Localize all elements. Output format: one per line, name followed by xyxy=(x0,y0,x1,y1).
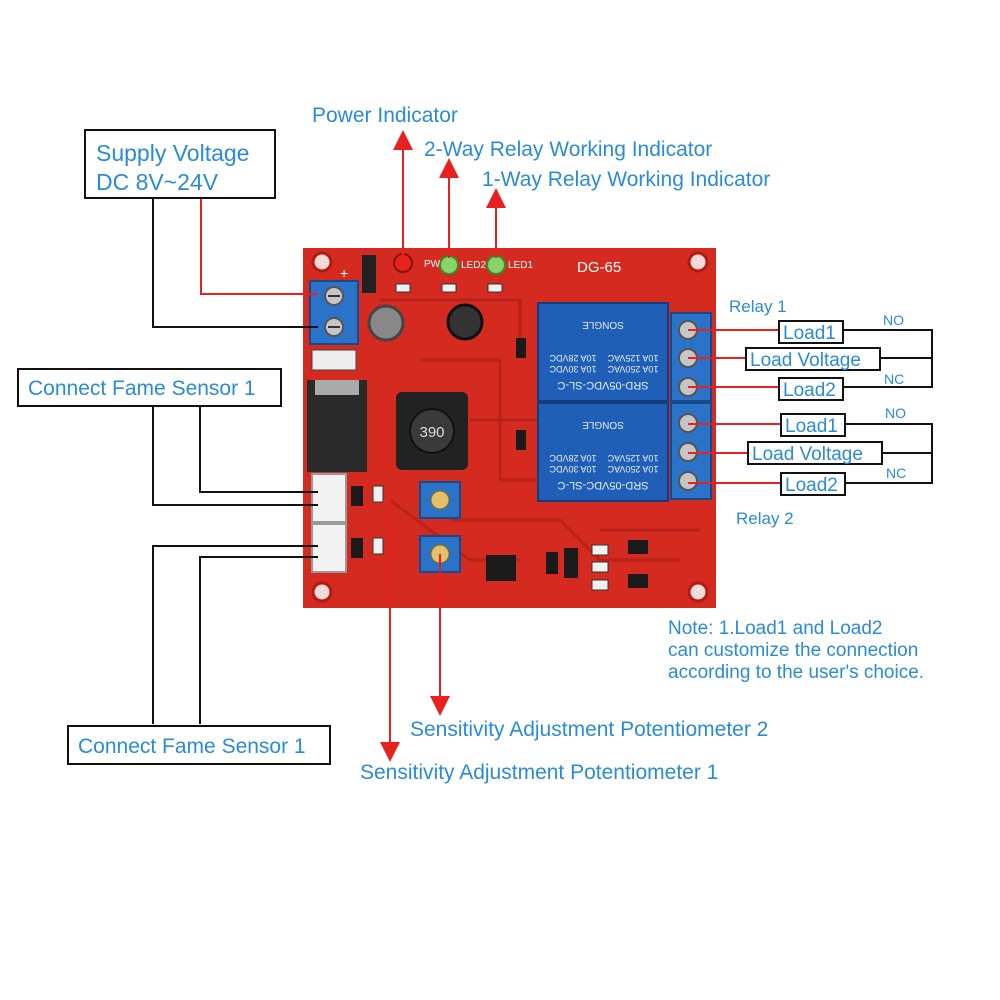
relay1-rating3: 10A 125VAC xyxy=(607,353,658,363)
relay1-indicator-label: 1-Way Relay Working Indicator xyxy=(482,168,771,191)
note-line2: can customize the connection xyxy=(668,640,919,661)
led1 xyxy=(486,255,506,275)
pw-silkscreen: PW xyxy=(424,259,441,270)
leader-lines xyxy=(152,198,933,724)
relay1-brand: SONGLE xyxy=(582,319,624,330)
red-wires xyxy=(200,130,780,762)
relay1-model: SRD-05VDC-SL-C xyxy=(557,379,648,391)
led2 xyxy=(439,255,459,275)
relay2-no-label: NO xyxy=(885,405,906,421)
polarity-mark: + xyxy=(340,265,348,281)
relay2-indicator-label: 2-Way Relay Working Indicator xyxy=(424,138,713,161)
pot1-label: Sensitivity Adjustment Potentiometer 1 xyxy=(360,761,719,784)
relay2-rating2: 10A 30VDC xyxy=(549,464,597,474)
pcb-board: 390 xyxy=(303,248,716,608)
relay-1: SRD-05VDC-SL-C 10A 250VAC 10A 30VDC 10A … xyxy=(537,302,669,402)
mounting-hole xyxy=(687,581,709,603)
relay1-nc-label: NC xyxy=(884,371,905,387)
supply-voltage-line2: DC 8V~24V xyxy=(96,169,219,195)
mounting-hole xyxy=(311,251,333,273)
power-indicator-label: Power Indicator xyxy=(312,104,458,127)
sensor-connector-2 xyxy=(311,523,347,573)
relay2-load2-box: Load2 xyxy=(780,472,846,496)
note-text: Note: 1.Load1 and Load2 can customize th… xyxy=(668,618,924,684)
led2-silkscreen: LED2 xyxy=(461,260,486,271)
sensor1-top-box: Connect Fame Sensor 1 xyxy=(17,368,282,407)
board-model: DG-65 xyxy=(577,259,621,276)
relay1-load2-box: Load2 xyxy=(778,377,844,401)
comparator-chip xyxy=(486,555,516,581)
relay1-rating2: 10A 30VDC xyxy=(549,364,597,374)
relay2-label: Relay 2 xyxy=(736,509,794,528)
relay2-rating3: 10A 125VAC xyxy=(607,453,658,463)
pot2-label: Sensitivity Adjustment Potentiometer 2 xyxy=(410,718,769,741)
note-line3: according to the user's choice. xyxy=(668,662,925,683)
led1-silkscreen: LED1 xyxy=(508,260,533,271)
supply-voltage-box: Supply Voltage DC 8V~24V xyxy=(84,129,276,199)
capacitor xyxy=(367,304,405,342)
relay1-load1-box: Load1 xyxy=(778,320,844,344)
relay2-rating1: 10A 250VAC xyxy=(607,464,658,474)
mounting-hole xyxy=(311,581,333,603)
relay2-brand: SONGLE xyxy=(582,419,624,430)
supply-voltage-line1: Supply Voltage xyxy=(96,140,250,166)
capacitor xyxy=(446,303,484,341)
sensor-connector-1 xyxy=(311,473,347,523)
relay2-model: SRD-05VDC-SL-C xyxy=(557,479,648,491)
mounting-hole xyxy=(687,251,709,273)
relay1-no-label: NO xyxy=(883,312,904,328)
note-line1: Note: 1.Load1 and Load2 xyxy=(668,618,883,639)
sensor1-bottom-box: Connect Fame Sensor 1 xyxy=(67,725,331,765)
inductor-label: 390 xyxy=(419,424,444,441)
relay2-nc-label: NC xyxy=(886,465,907,481)
relay2-load-voltage-box: Load Voltage xyxy=(747,441,883,465)
relay-2: SRD-05VDC-SL-C 10A 250VAC 10A 30VDC 10A … xyxy=(537,402,669,502)
relay1-rating4: 10A 28VDC xyxy=(549,353,597,363)
relay1-label: Relay 1 xyxy=(729,297,787,316)
relay2-rating4: 10A 28VDC xyxy=(549,453,597,463)
relay1-load-voltage-box: Load Voltage xyxy=(745,347,881,371)
relay1-rating1: 10A 250VAC xyxy=(607,364,658,374)
voltage-regulator xyxy=(307,380,367,472)
relay2-load1-box: Load1 xyxy=(780,413,846,437)
